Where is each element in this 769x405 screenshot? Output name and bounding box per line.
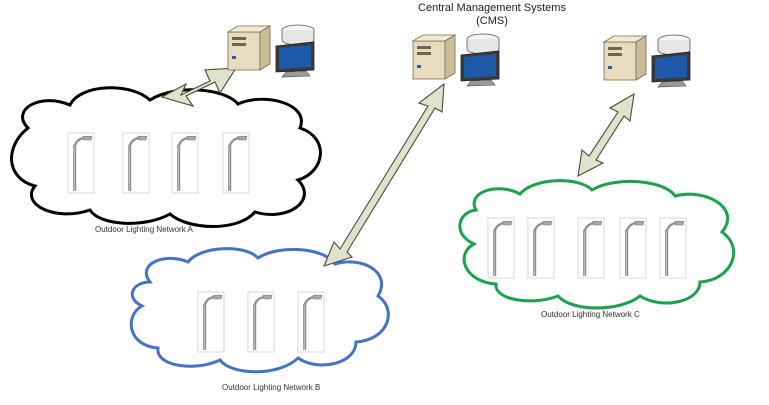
cms-title-line1: Central Management Systems	[418, 2, 566, 14]
lamp-pole-icon	[246, 290, 276, 354]
network-c-label: Outdoor Lighting Network C	[541, 310, 640, 319]
lamp-pole-icon	[576, 216, 606, 280]
lamp-pole-icon	[486, 216, 516, 280]
link-arrow-network-c	[577, 92, 635, 177]
lamp-pole-icon	[221, 131, 251, 195]
lamp-pole-icon	[526, 216, 556, 280]
cms-title: Central Management Systems (CMS)	[372, 2, 612, 28]
lamp-pole-icon	[121, 131, 151, 195]
cms-workstation-2-icon	[412, 33, 500, 87]
network-a-label: Outdoor Lighting Network A	[95, 225, 193, 234]
network-b-label: Outdoor Lighting Network B	[222, 383, 321, 392]
cloud-network-a	[10, 86, 322, 228]
cms-workstation-1-icon	[227, 24, 315, 78]
lamp-pole-icon	[296, 290, 326, 354]
lamp-pole-icon	[658, 216, 688, 280]
lamp-pole-icon	[196, 290, 226, 354]
lamp-pole-icon	[66, 131, 96, 195]
cms-title-line2: (CMS)	[476, 15, 508, 27]
cms-workstation-3-icon	[603, 34, 691, 88]
lamp-pole-icon	[618, 216, 648, 280]
link-arrow-network-b	[323, 82, 445, 267]
lamp-pole-icon	[170, 131, 200, 195]
